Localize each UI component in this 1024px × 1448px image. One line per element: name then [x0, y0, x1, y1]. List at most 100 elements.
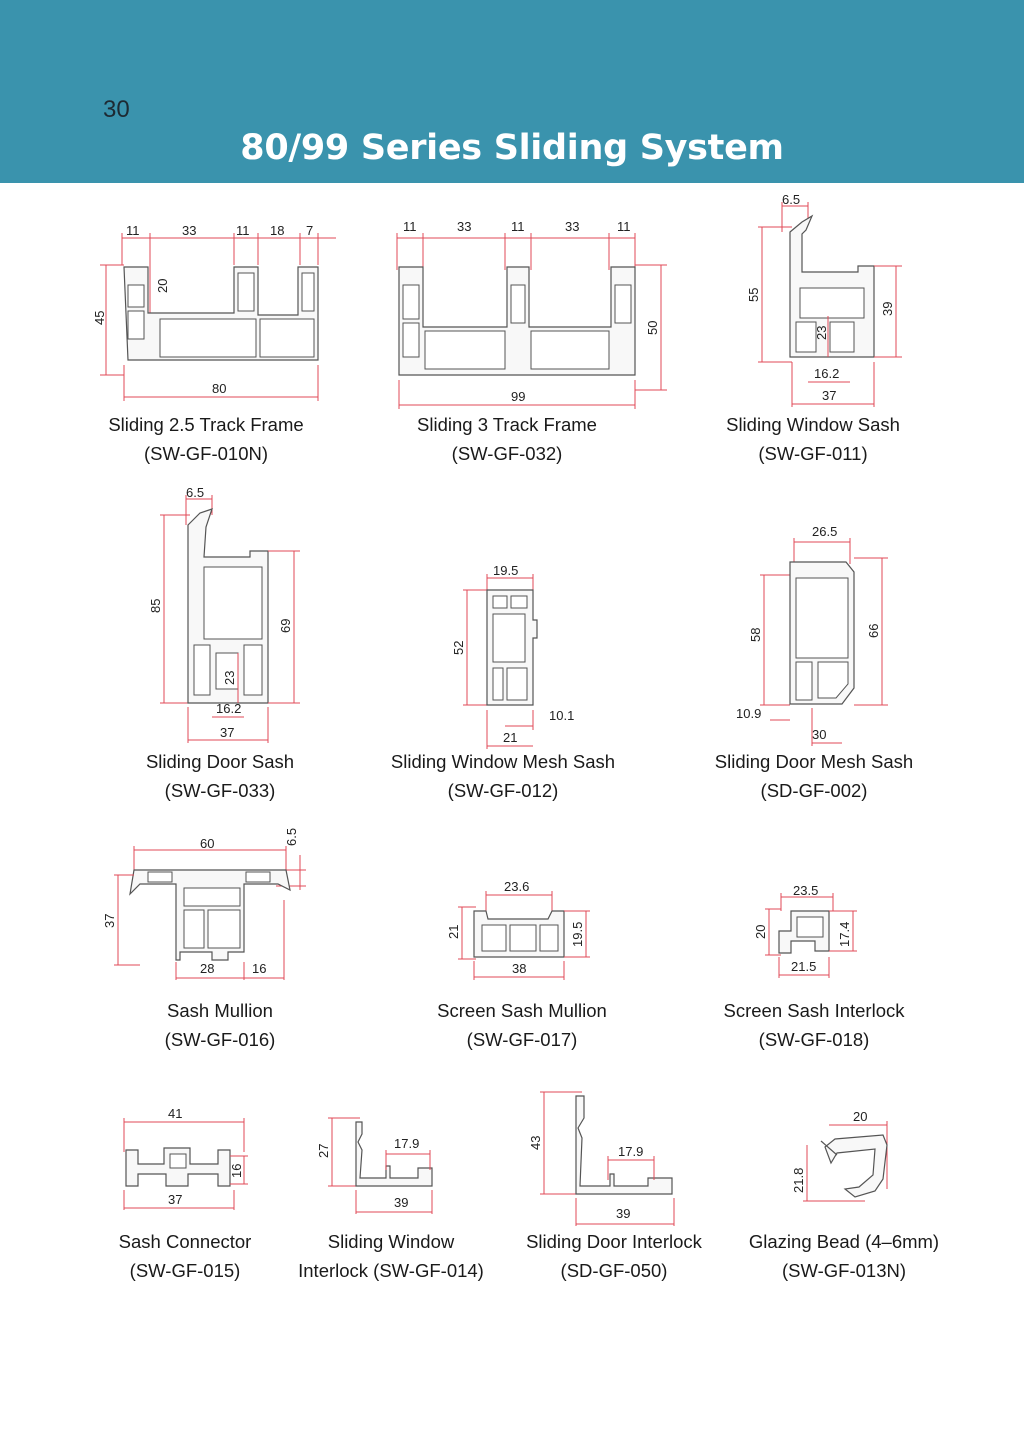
- profile-drawing-sw-gf-011: 6.5 55 23 39 16.2 37: [746, 192, 902, 407]
- dim-label: 18: [270, 223, 284, 238]
- dim-label: 39: [616, 1206, 630, 1221]
- page-number: 30: [103, 96, 130, 123]
- page-title: 80/99 Series Sliding System: [240, 128, 784, 168]
- dim-label: 45: [92, 311, 107, 325]
- profile-code: (SW-GF-016): [164, 1029, 276, 1050]
- dim-label: 37: [220, 725, 234, 740]
- profile-name: Sliding Door Mesh Sash: [714, 751, 914, 772]
- profile-name: Screen Sash Mullion: [437, 1000, 607, 1021]
- profile-name: Sash Connector: [118, 1231, 252, 1252]
- page-header: 30 80/99 Series Sliding System: [0, 0, 1024, 183]
- profile-drawing-sw-gf-014: 27 17.9 39: [316, 1117, 433, 1214]
- dim-label: 11: [126, 223, 140, 238]
- dim-label: 10.1: [549, 708, 574, 723]
- dim-label: 23: [814, 326, 829, 340]
- dim-label: 60: [200, 836, 214, 851]
- profile-code: (SW-GF-013N): [781, 1260, 907, 1281]
- dim-label: 16: [252, 961, 266, 976]
- dim-label: 27: [316, 1144, 331, 1158]
- profile-code: (SW-GF-033): [164, 780, 276, 801]
- dim-label: 6.5: [186, 485, 204, 500]
- dim-label: 26.5: [812, 524, 837, 539]
- dim-label: 17.9: [618, 1144, 643, 1159]
- dim-label: 6.5: [284, 828, 299, 846]
- dim-label: 23.5: [793, 883, 818, 898]
- profile-caption-sw-gf-014: Sliding Window Interlock (SW-GF-014): [260, 1227, 522, 1285]
- dim-label: 20: [155, 279, 170, 293]
- dim-label: 37: [822, 388, 836, 403]
- profile-code: (SW-GF-018): [758, 1029, 870, 1050]
- profile-code: (SW-GF-010N): [143, 443, 269, 464]
- dim-label: 21.8: [791, 1168, 806, 1193]
- dim-label: 39: [880, 302, 895, 316]
- profile-drawing-sw-gf-016: 60 6.5 37 28 16: [102, 828, 306, 980]
- dim-label: 52: [451, 641, 466, 655]
- dim-label: 21.5: [791, 959, 816, 974]
- dim-label: 80: [212, 381, 226, 396]
- profile-name: Sliding Door Sash: [145, 751, 295, 772]
- dim-label: 7: [306, 223, 313, 238]
- dim-label: 19.5: [493, 563, 518, 578]
- dim-label: 11: [511, 219, 525, 234]
- profile-code: (SD-GF-002): [760, 780, 868, 801]
- dim-label: 37: [168, 1192, 182, 1207]
- dim-label: 23.6: [504, 879, 529, 894]
- dim-label: 69: [278, 619, 293, 633]
- dim-label: 38: [512, 961, 526, 976]
- dim-label: 33: [565, 219, 579, 234]
- profile-drawing-sw-gf-013n: 20 21.8: [791, 1109, 888, 1202]
- dim-label: 23: [222, 671, 237, 685]
- profile-caption-sw-gf-032: Sliding 3 Track Frame (SW-GF-032): [377, 410, 637, 468]
- profile-code: (SW-GF-032): [451, 443, 563, 464]
- dim-label: 16.2: [216, 701, 241, 716]
- dim-label: 55: [746, 288, 761, 302]
- dim-label: 28: [200, 961, 214, 976]
- profile-caption-sw-gf-010n: Sliding 2.5 Track Frame (SW-GF-010N): [76, 410, 336, 468]
- dim-label: 33: [457, 219, 471, 234]
- dim-label: 50: [645, 321, 660, 335]
- profile-caption-sw-gf-015: Sash Connector (SW-GF-015): [55, 1227, 315, 1285]
- profile-name: Sliding 2.5 Track Frame: [108, 414, 304, 435]
- profile-drawing-sw-gf-033: 6.5 85 69 23 16.2 37: [148, 485, 300, 743]
- profile-code: (SW-GF-015): [129, 1260, 241, 1281]
- dim-label: 37: [102, 914, 117, 928]
- dim-label: 11: [617, 219, 631, 234]
- profile-name: Screen Sash Interlock: [723, 1000, 905, 1021]
- profile-drawing-sw-gf-012: 19.5 52 10.1 21: [451, 563, 574, 749]
- profile-caption-sw-gf-012: Sliding Window Mesh Sash (SW-GF-012): [368, 747, 638, 805]
- profile-code: (SD-GF-050): [560, 1260, 668, 1281]
- dim-label: 21: [503, 730, 517, 745]
- dim-label: 21: [446, 925, 461, 939]
- profile-name: Sliding Window Sash: [726, 414, 900, 435]
- profile-caption-sw-gf-033: Sliding Door Sash (SW-GF-033): [90, 747, 350, 805]
- dim-label: 66: [866, 624, 881, 638]
- dim-label: 16: [229, 1164, 244, 1178]
- profile-caption-sd-gf-050: Sliding Door Interlock (SD-GF-050): [484, 1227, 744, 1285]
- dim-label: 10.9: [736, 706, 761, 721]
- dim-label: 17.4: [837, 922, 852, 947]
- dim-label: 85: [148, 599, 163, 613]
- dim-label: 6.5: [782, 192, 800, 207]
- dim-label: 33: [182, 223, 196, 238]
- profile-drawing-sd-gf-050: 43 17.9 39: [528, 1091, 675, 1226]
- profile-drawing-sw-gf-015: 41 16 37: [123, 1106, 248, 1210]
- dim-label: 11: [236, 223, 250, 238]
- dim-label: 58: [748, 628, 763, 642]
- profile-caption-sw-gf-017: Screen Sash Mullion (SW-GF-017): [392, 996, 652, 1054]
- profile-code: Interlock (SW-GF-014): [298, 1260, 484, 1281]
- profile-code: (SW-GF-017): [466, 1029, 578, 1050]
- profile-name: Glazing Bead (4–6mm): [748, 1231, 940, 1252]
- dim-label: 43: [528, 1136, 543, 1150]
- profile-drawing-sw-gf-032: 11 33 11 33 11 50 99: [396, 219, 667, 409]
- profile-code: (SW-GF-011): [758, 443, 868, 464]
- profile-name: Sliding Window: [327, 1231, 455, 1252]
- profile-drawing-sw-gf-010n: 11 33 11 18 7 45 20 80: [92, 223, 336, 401]
- profile-code: (SW-GF-012): [447, 780, 559, 801]
- profile-name: Sliding 3 Track Frame: [417, 414, 597, 435]
- profile-caption-sw-gf-013n: Glazing Bead (4–6mm) (SW-GF-013N): [714, 1227, 974, 1285]
- dim-label: 19.5: [570, 922, 585, 947]
- dim-label: 99: [511, 389, 525, 404]
- profile-drawing-sw-gf-018: 23.5 20 17.4 21.5: [753, 883, 857, 978]
- dim-label: 41: [168, 1106, 182, 1121]
- profile-name: Sliding Door Interlock: [526, 1231, 702, 1252]
